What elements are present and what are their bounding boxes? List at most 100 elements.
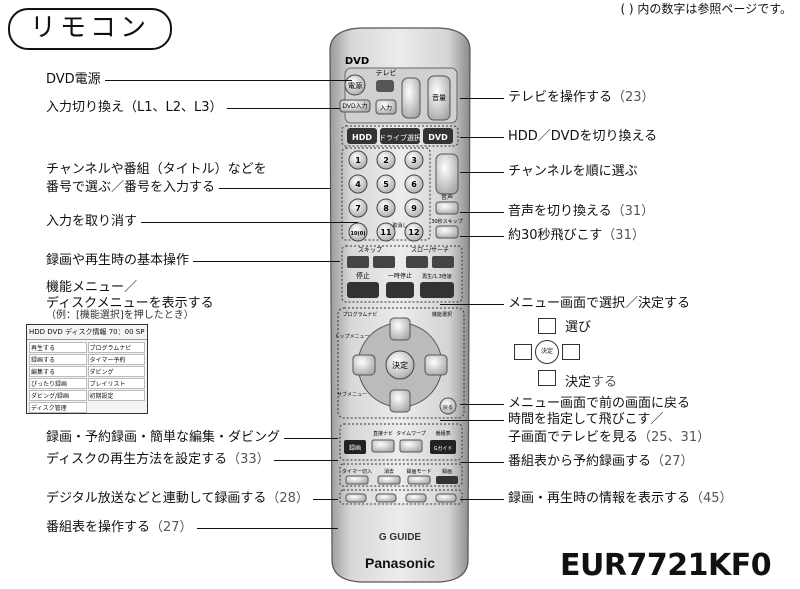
number-key	[348, 174, 368, 194]
remote-tv-label: テレビ	[376, 68, 397, 77]
remote-tv-input-label: 入力	[380, 104, 392, 112]
callout-right: HDD／DVDを切り換える	[508, 129, 657, 145]
callout-line	[141, 222, 358, 223]
callout-page: （31）	[602, 228, 645, 243]
callout-text: ディスクの再生方法を設定する	[46, 452, 228, 467]
menu-header: HDD	[29, 328, 46, 336]
callout-left: デジタル放送などと連動して録画する（28）	[46, 491, 309, 507]
callout-line	[197, 528, 338, 529]
remote-hdd-label: HDD	[352, 133, 372, 142]
remote-play-label: 再生/1.3倍速	[422, 273, 452, 280]
callout-line	[193, 261, 340, 262]
menu-item: プレイリスト	[87, 378, 145, 389]
cancel-label: 取消し	[392, 222, 407, 229]
number-key-label: 12	[408, 228, 419, 237]
callout-text: 入力切り換え（L1、L2、L3）	[46, 100, 223, 115]
remote-function-select-label: 機能選択	[432, 311, 452, 318]
callout-text: 機能メニュー／	[46, 280, 138, 295]
callout-right: 録画・再生時の情報を表示する（45）	[508, 491, 733, 507]
remote-time-slip-label: タイムワープ	[396, 430, 426, 437]
remote-sub-menu-label: サブメニュー	[337, 391, 367, 398]
menu-item: 再生する	[29, 342, 87, 353]
menu-item: ぴったり録画	[29, 378, 87, 389]
callout-text: 録画や再生時の基本操作	[46, 253, 190, 268]
menu-mode: SP	[135, 328, 145, 336]
number-key-label: 6	[411, 180, 417, 189]
callout-line	[284, 438, 338, 439]
callout-line	[460, 499, 504, 500]
callout-left: ディスクメニューを表示する	[46, 296, 214, 312]
number-key-label: 4	[355, 180, 361, 189]
callout-left: チャンネルや番組（タイトル）などを	[46, 162, 267, 178]
nav-illustration: 決定	[508, 318, 584, 388]
callout-left: 録画・予約録画・簡単な編集・ダビング	[46, 430, 280, 446]
number-key-label: 9	[411, 204, 417, 213]
callout-text: 音声を切り換える	[508, 204, 612, 219]
callout-text: 入力を取り消す	[46, 214, 138, 229]
number-key-label: 8	[383, 204, 389, 213]
menu-header-sub: DVD	[47, 328, 63, 336]
callout-text: デジタル放送などと連動して録画する	[46, 491, 267, 506]
remote-skip-label: スキップ	[358, 247, 382, 254]
number-key	[404, 174, 424, 194]
callout-text: チャンネルや番組（タイトル）などを	[46, 162, 267, 177]
number-key-label: 7	[355, 204, 361, 213]
callout-line	[440, 304, 504, 305]
callout-line	[313, 499, 338, 500]
remote-return-label: 戻る	[443, 404, 453, 411]
menu-item: プログラムナビ	[87, 342, 145, 353]
callout-text: 時間を指定して飛びこす／	[508, 412, 664, 427]
callout-page: （31）	[611, 204, 655, 219]
remote-g-guide-label: Gガイド	[434, 445, 453, 452]
callout-line	[460, 137, 504, 138]
callout-text: メニュー画面で選択／決定する	[508, 296, 691, 311]
callout-text: チャンネルを順に選ぶ	[508, 164, 638, 179]
callout-left: ディスクの再生方法を設定する（33）	[46, 452, 270, 468]
number-key	[404, 198, 424, 218]
remote-slow-label: スロー/サーチ	[411, 247, 449, 254]
brand-logo: Panasonic	[365, 555, 435, 571]
callout-text: メニュー画面で前の画面に戻る	[508, 396, 691, 411]
number-key	[376, 222, 396, 242]
callout-line	[440, 420, 504, 421]
callout-left: 入力切り換え（L1、L2、L3）	[46, 100, 223, 116]
menu-item: 編集する	[29, 366, 87, 377]
callout-line	[274, 460, 338, 461]
remote-dvd-label: DVD	[345, 56, 369, 67]
callout-line	[460, 404, 504, 405]
menu-item: タイマー予約	[87, 354, 145, 365]
callout-text: 約30秒飛びこす	[508, 228, 603, 243]
remote-dvd-input-label: DVD入力	[342, 102, 367, 110]
callout-right: 音声を切り換える（31）	[508, 204, 654, 220]
nav-down-key	[538, 370, 556, 386]
callout-text: 番組表から予約録画する	[508, 454, 652, 469]
nav-left-key	[514, 344, 532, 360]
remote-enter-label: 決定	[392, 360, 408, 370]
callout-line	[460, 462, 504, 463]
callout-left: （例：[機能選択]を押したとき）	[46, 308, 194, 324]
callout-text: DVD電源	[46, 72, 101, 87]
remote-top-menu-label: トップメニュー	[334, 334, 369, 340]
remote-rec-mode-label: 録画モード	[406, 468, 431, 475]
callout-line	[227, 108, 340, 109]
menu-screen-example: HDD DVD ディスク情報 70：00 SP 再生するプログラムナビ録画するタ…	[26, 324, 148, 414]
callout-left: 番号で選ぶ／番号を入力する	[46, 180, 215, 196]
number-key	[376, 174, 396, 194]
callout-left: 入力を取り消す	[46, 214, 137, 230]
remote-volume-label: 音量	[432, 93, 446, 102]
callout-right: チャンネルを順に選ぶ	[508, 164, 638, 180]
remote-pause-label: 一時停止	[388, 272, 412, 280]
callout-left: 録画や再生時の基本操作	[46, 253, 189, 269]
callout-right: メニュー画面で選択／決定する	[508, 296, 690, 312]
number-key-label: 2	[383, 156, 389, 165]
callout-line	[219, 188, 330, 189]
callout-text: 選び	[565, 320, 592, 335]
callout-text: 子画面でテレビを見る	[508, 430, 639, 445]
callout-page: （27）	[651, 454, 694, 469]
callout-line	[460, 236, 504, 237]
remote-timer-rec-label: タイマー切入	[342, 468, 372, 475]
remote-dvd-button-label: DVD	[428, 133, 448, 142]
number-key-label: 1	[355, 156, 361, 165]
page-title: リモコン	[8, 8, 172, 50]
